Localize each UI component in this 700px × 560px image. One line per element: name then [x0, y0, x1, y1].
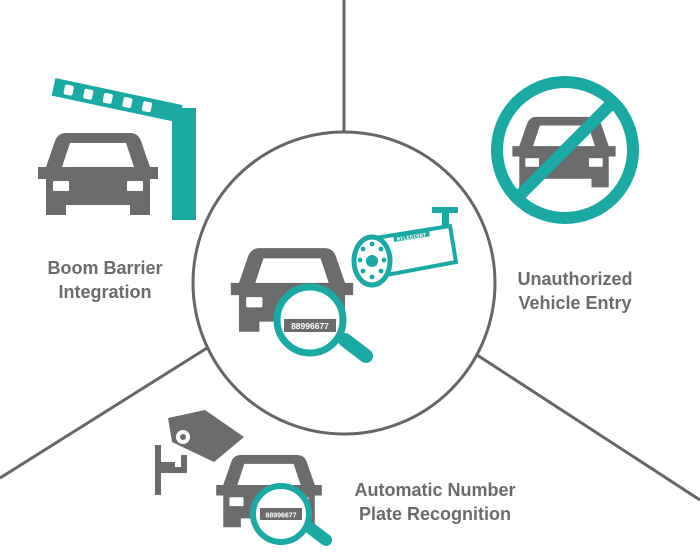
center-illustration: 88996677 MILESIGHT	[230, 207, 459, 363]
boom-barrier-icon	[38, 78, 196, 220]
boom-barrier-label: Boom Barrier Integration	[30, 256, 180, 304]
unauthorized-entry-label: Unauthorized Vehicle Entry	[490, 267, 660, 315]
anpr-label: Automatic Number Plate Recognition	[330, 478, 540, 526]
anpr-illustration: 88996677	[155, 410, 332, 546]
divider-right	[473, 351, 700, 502]
cctv-camera-icon: MILESIGHT	[351, 207, 459, 288]
anpr-label-line1: Automatic Number	[354, 480, 516, 500]
cctv-camera-icon	[155, 410, 244, 495]
car-icon	[38, 133, 158, 215]
license-plate-icon: 88996677	[260, 508, 302, 520]
camera-brand-label: MILESIGHT	[396, 231, 427, 243]
anpr-label-line2: Plate Recognition	[358, 504, 511, 524]
boom-barrier-label-line2: Integration	[58, 282, 152, 302]
anpr-plate-number: 88996677	[265, 513, 296, 520]
divider-lines	[0, 0, 700, 502]
center-plate-number: 88996677	[291, 321, 329, 331]
unauthorized-label-line2: Vehicle Entry	[518, 293, 632, 313]
magnifier-icon: 88996677	[273, 283, 373, 363]
unauthorized-label-line1: Unauthorized	[517, 269, 633, 289]
divider-left	[0, 341, 216, 480]
boom-barrier-label-line1: Boom Barrier	[47, 258, 163, 278]
magnifier-icon: 88996677	[250, 483, 332, 546]
license-plate-icon: 88996677	[284, 319, 336, 332]
no-entry-icon	[491, 76, 639, 224]
